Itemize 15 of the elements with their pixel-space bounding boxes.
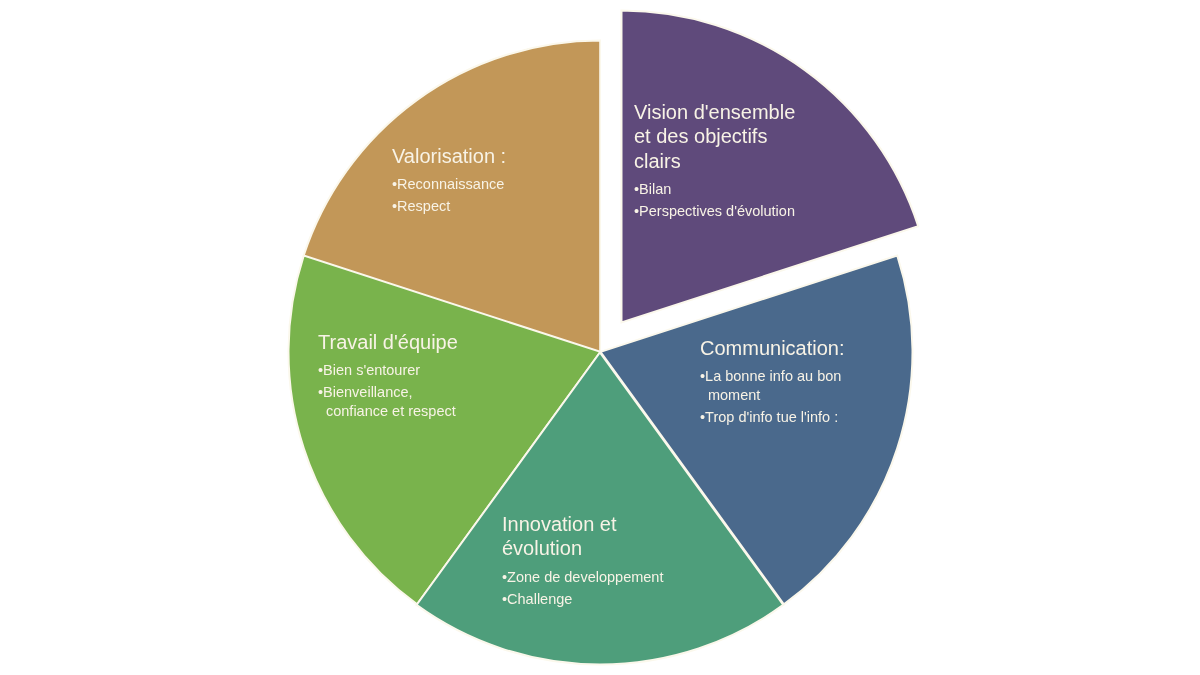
bullet-item: •Zone de developpement	[502, 567, 664, 587]
segment-heading: Valorisation :	[392, 144, 507, 169]
bullet-item: •Trop d'info tue l'info :	[700, 408, 839, 427]
segment-heading: Innovation et évolution	[502, 512, 618, 561]
bullet-item: •Bien s'entourer	[318, 361, 421, 381]
segment-heading: Vision d'ensemble et des objectifs clairs	[634, 100, 797, 174]
bullet-item: •Bienveillance, confiance et respect	[318, 383, 457, 421]
bullet-item: •Perspectives d'évolution	[634, 202, 795, 221]
bullet-item: •Reconnaissance	[392, 175, 505, 195]
segment-heading: Communication:	[700, 336, 845, 361]
bullet-item: •Challenge	[502, 589, 573, 609]
segment-heading: Travail d'équipe	[318, 330, 458, 355]
bullet-item: •Respect	[392, 197, 451, 217]
bullet-item: •La bonne info au bon moment	[700, 367, 843, 406]
bullet-item: •Bilan	[634, 180, 672, 199]
